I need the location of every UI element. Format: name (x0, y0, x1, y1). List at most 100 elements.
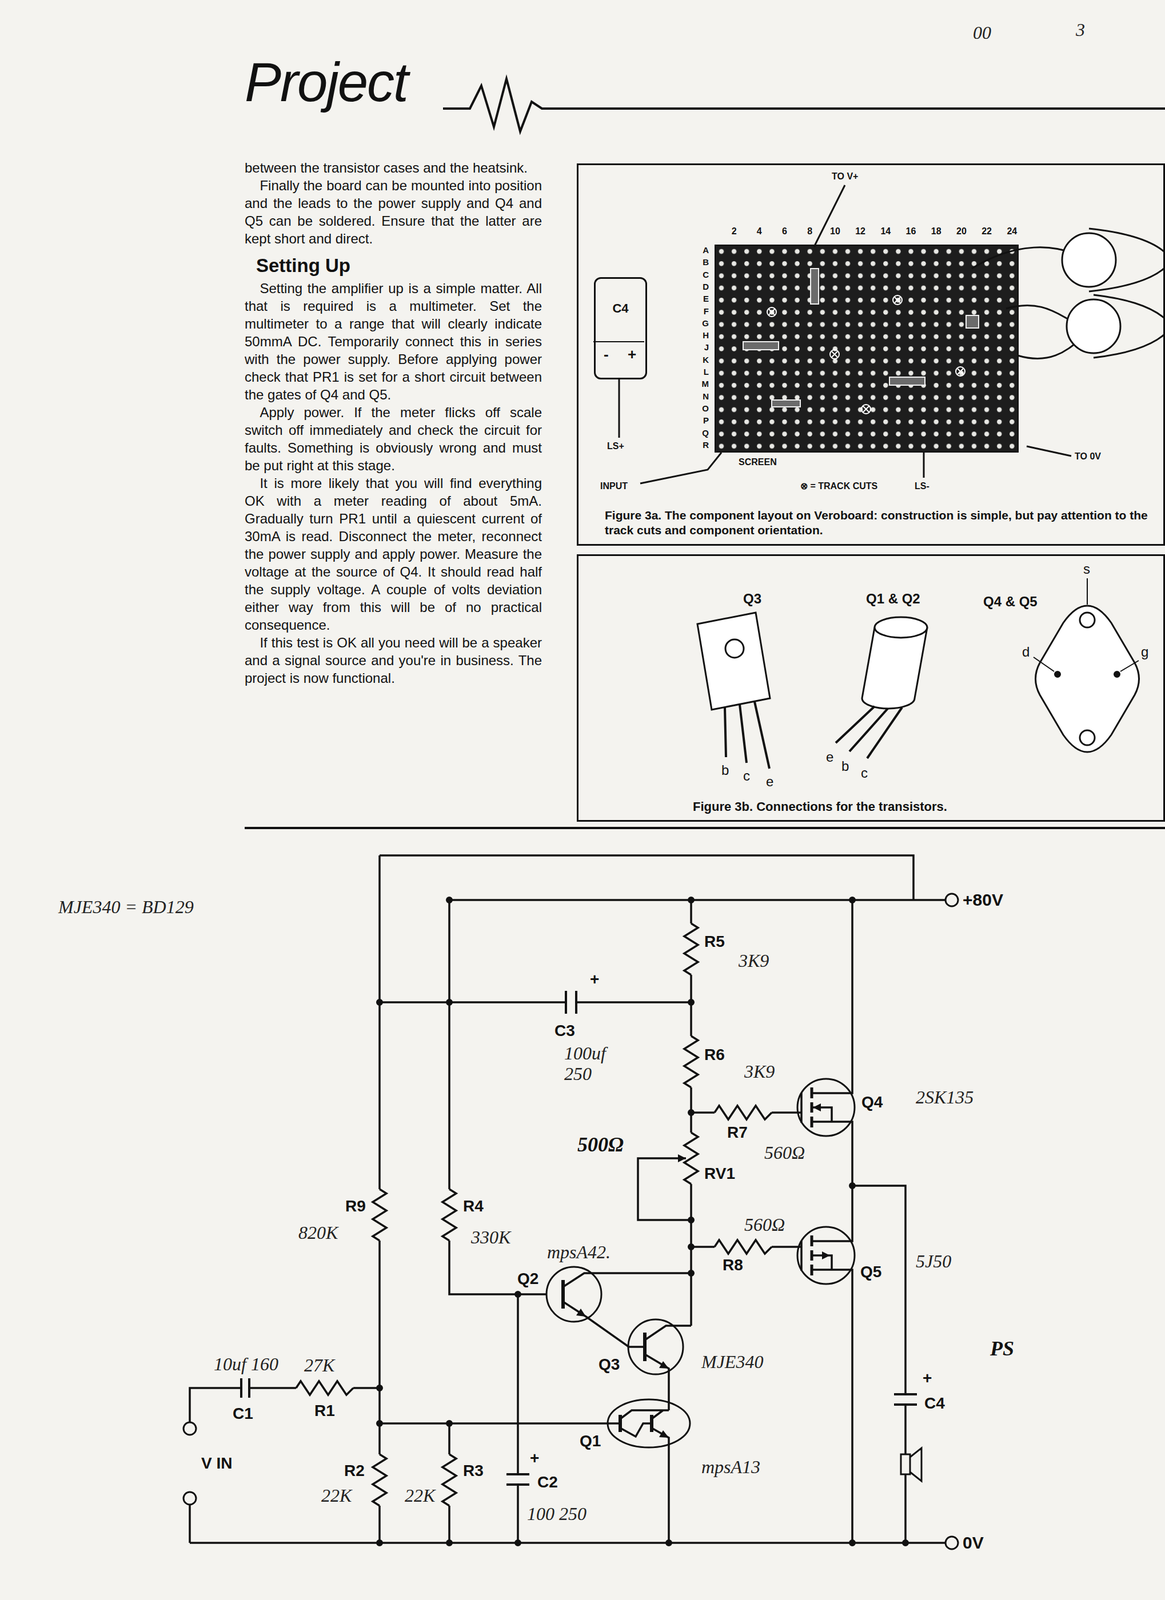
component-ref: C2 (536, 1473, 560, 1492)
component-ref: C1 (231, 1405, 255, 1423)
component-ref: R1 (313, 1402, 337, 1420)
wire-label: SCREEN (738, 457, 777, 468)
wire-label: LS+ (607, 441, 625, 452)
polarity-mark: + (921, 1369, 933, 1388)
resistor-symbol (714, 1240, 772, 1255)
pin-label: b (841, 759, 849, 775)
component-ref: R9 (344, 1197, 367, 1216)
to92-top (874, 617, 928, 638)
component-ref: Q5 (859, 1263, 883, 1282)
title-rule (443, 78, 1165, 132)
resistor-symbol (442, 1454, 457, 1507)
wire-label: TO V+ (831, 171, 859, 182)
component-ref: C4 (595, 300, 646, 317)
figure-caption: Figure 3a. The component layout on Verob… (604, 508, 1154, 539)
supply-label: 0V (961, 1533, 985, 1554)
column-number: 14 (880, 226, 891, 237)
figure-caption: Figure 3b. Connections for the transisto… (692, 799, 1151, 816)
pin-label: s (1083, 561, 1091, 578)
component-value: 22K (403, 1486, 437, 1507)
row-letter: J (704, 342, 709, 353)
column-number: 10 (830, 226, 841, 237)
component-ref: C4 (923, 1394, 947, 1413)
resistor-symbol (372, 1454, 387, 1507)
pin-label: c (743, 768, 750, 785)
row-letter: N (702, 392, 709, 402)
potentiometer-symbol (684, 1132, 698, 1185)
wire-label: LS- (914, 481, 930, 492)
row-letter: O (701, 404, 709, 414)
track-cut (767, 295, 965, 414)
resistor-symbol (684, 1036, 698, 1088)
handwritten-note: PS (988, 1337, 1016, 1361)
pin-label: c (860, 765, 868, 782)
part-name: Q1 & Q2 (866, 591, 921, 608)
article-paragraph: Finally the board can be mounted into po… (244, 176, 542, 248)
component-ref: R6 (703, 1046, 726, 1064)
row-letter: B (702, 257, 709, 268)
row-letter: H (702, 330, 709, 341)
column-number: 2 (731, 226, 737, 237)
column-number: 18 (931, 226, 942, 237)
row-letter: K (702, 355, 709, 366)
component-value: 330K (469, 1227, 512, 1249)
pin-label: e (765, 774, 774, 791)
component-ref: R8 (721, 1256, 745, 1275)
to3-pins (1054, 671, 1121, 678)
transistor-circles (546, 1079, 855, 1375)
article-paragraph: If this test is OK all you need will be … (244, 633, 542, 688)
column-number: 24 (1006, 226, 1017, 237)
section-heading: Setting Up (256, 254, 542, 278)
polarity-mark: - (603, 345, 609, 365)
component-value: 100uf 250 (563, 1043, 620, 1085)
component-value: 500Ω (576, 1133, 625, 1157)
component-value: 100 250 (525, 1504, 588, 1526)
transistor-base (563, 1280, 652, 1433)
to126-package (697, 612, 770, 710)
capacitor-band (593, 341, 645, 343)
column-number: 20 (956, 226, 967, 237)
component-ref: R7 (725, 1123, 749, 1142)
component-value: 10uf 160 (212, 1354, 280, 1376)
row-letter: D (702, 282, 709, 293)
resistor-symbol (372, 1189, 387, 1242)
column-number: 4 (756, 226, 762, 237)
row-letter: L (703, 367, 709, 378)
component-value: 3K9 (737, 951, 770, 972)
junction-dots (376, 896, 909, 1547)
transistor-leads (724, 701, 770, 769)
row-letter: F (703, 306, 709, 317)
component-value: 560Ω (743, 1215, 787, 1236)
pin-label: d (1022, 644, 1030, 661)
row-letter: A (702, 245, 709, 256)
component-value: 27K (302, 1355, 336, 1377)
column-number: 16 (906, 226, 917, 237)
mounting-hole (725, 639, 744, 658)
column-number: 12 (855, 226, 866, 237)
column-number: 8 (807, 226, 813, 237)
pin-label: b (721, 763, 729, 779)
row-letter: R (702, 440, 709, 451)
darlington-outline (607, 1399, 690, 1448)
pin-label: g (1140, 644, 1149, 661)
component-ref: R2 (342, 1462, 366, 1480)
component-value: 3K9 (743, 1062, 776, 1083)
row-letter: G (701, 318, 709, 329)
pin-label: e (826, 749, 834, 766)
part-number: MJE340 (700, 1352, 765, 1374)
handwritten-note: 3 (1074, 20, 1087, 41)
wire-label: INPUT (600, 481, 628, 492)
terminal-label: V IN (200, 1454, 234, 1473)
article-paragraph: Setting the amplifier up is a simple mat… (244, 279, 542, 404)
component-ref: RV1 (703, 1165, 737, 1183)
polarity-mark: + (528, 1449, 541, 1468)
part-name: Q3 (743, 591, 762, 608)
veroboard (715, 245, 1019, 453)
component-value: 560Ω (763, 1143, 807, 1164)
part-number: 2SK135 (914, 1087, 975, 1109)
section-rule (244, 827, 1165, 830)
article-paragraph: It is more likely that you will find eve… (244, 474, 542, 634)
to3-outline (1035, 605, 1140, 753)
